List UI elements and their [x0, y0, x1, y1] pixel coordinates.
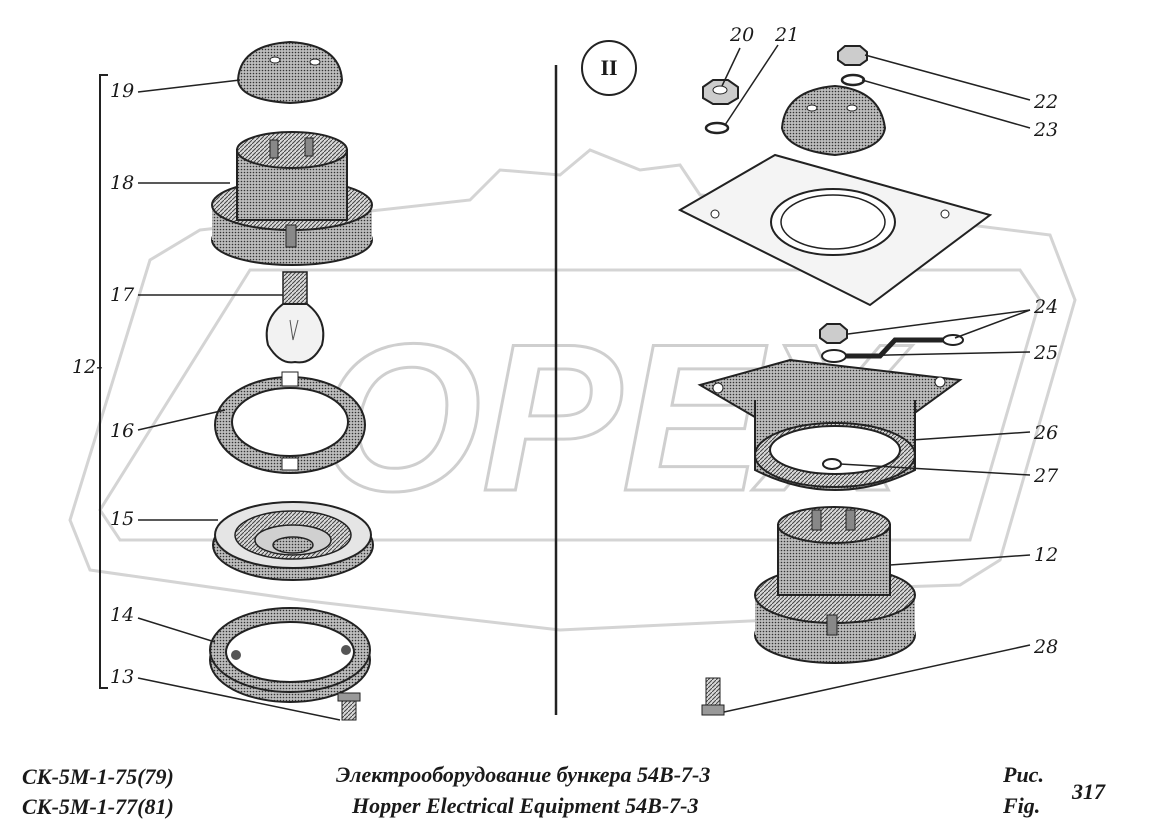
leader-lines — [137, 44, 1031, 721]
part-15-reflector — [212, 501, 374, 581]
part-17-bulb — [265, 271, 325, 364]
assembly-bracket — [99, 74, 108, 689]
label-part-19: 19 — [110, 80, 135, 102]
label-part-27: 27 — [1034, 465, 1059, 487]
label-part-15: 15 — [110, 508, 135, 530]
label-part-16: 16 — [110, 420, 135, 442]
part-23-washer — [840, 73, 866, 87]
title-english: Hopper Electrical Equipment 54В-7-3 — [352, 793, 699, 818]
part-16-gasket — [214, 371, 366, 474]
part-19-cap — [236, 40, 344, 105]
label-part-12: 12 — [1034, 544, 1059, 566]
label-part-20: 20 — [730, 24, 755, 46]
label-part-18: 18 — [110, 172, 135, 194]
label-part-17: 17 — [110, 284, 135, 306]
part-13-screw — [337, 692, 361, 721]
figure-label-ru: Рис. — [1003, 762, 1044, 787]
label-part-14: 14 — [110, 604, 135, 626]
part-21-washer — [704, 121, 730, 135]
label-part-21: 21 — [775, 24, 800, 46]
mounting-plate — [677, 153, 993, 307]
part-24-nut — [819, 323, 848, 344]
label-part-23: 23 — [1034, 119, 1059, 141]
part-27-washer — [822, 458, 842, 470]
part-26-bracket — [697, 358, 963, 491]
title-russian: Электрооборудование бункера 54В-7-3 — [336, 762, 711, 787]
part-22-nut — [837, 45, 868, 66]
label-part-26: 26 — [1034, 422, 1059, 444]
figure-number: 317 — [1072, 779, 1105, 804]
label-part-28: 28 — [1034, 636, 1059, 658]
section-marker: II — [581, 40, 637, 96]
exploded-parts-diagram: OPEX — [68, 40, 1077, 721]
part-20-nut — [702, 79, 739, 105]
label-part-13: 13 — [110, 666, 135, 688]
part-12-housing — [754, 506, 916, 664]
label-part-22: 22 — [1034, 91, 1059, 113]
label-part-25: 25 — [1034, 342, 1059, 364]
part-18-housing — [211, 131, 373, 266]
figure-label-en: Fig. — [1003, 793, 1041, 818]
model-line-2: СК-5М-1-77(81) — [22, 794, 174, 819]
part-14-rim — [209, 607, 371, 703]
model-line-1: СК-5М-1-75(79) — [22, 764, 174, 789]
label-part-24: 24 — [1034, 296, 1059, 318]
part-28-screw — [701, 677, 725, 716]
label-assembly-12: 12- — [72, 356, 103, 378]
right-cap — [780, 84, 887, 157]
